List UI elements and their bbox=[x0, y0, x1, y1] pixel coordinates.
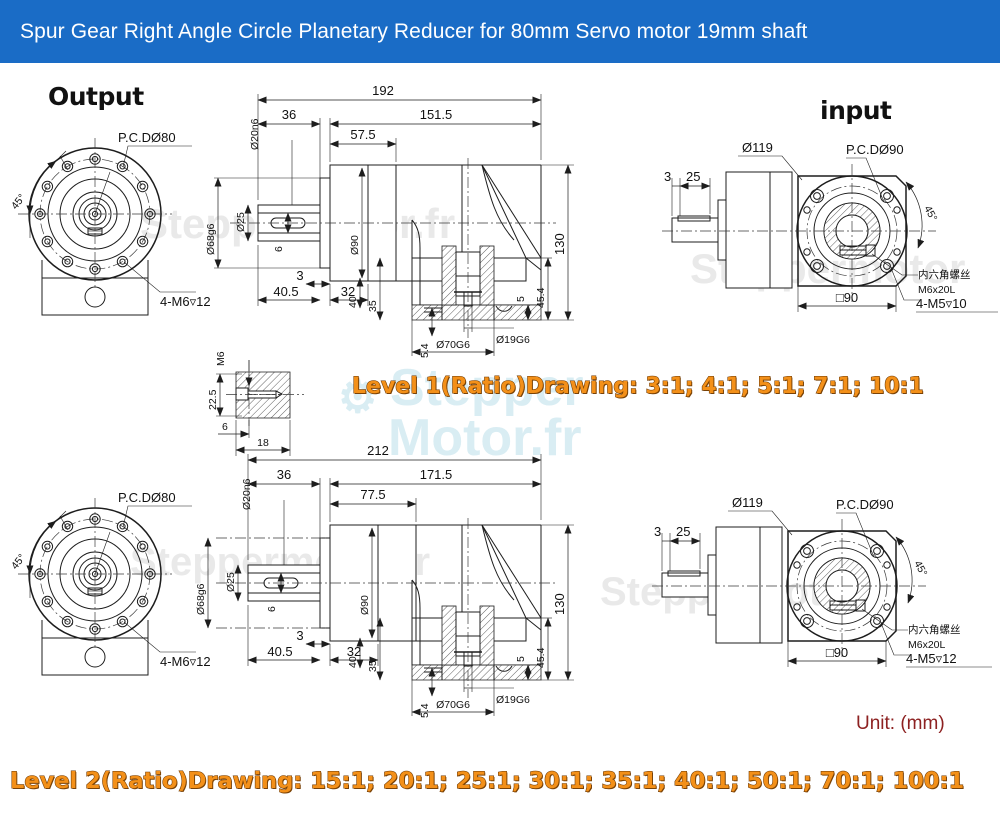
view-section-bottom: 212 36 171.5 77.5 Ø20n6 Ø68g6 Ø25 6 3 bbox=[195, 440, 616, 730]
dim-d25-b: Ø25 bbox=[225, 572, 237, 592]
dim-d20n6: Ø20n6 bbox=[249, 118, 261, 150]
view-output-face-bottom: 45° P.C.DØ80 4-M6▿12 bbox=[0, 470, 300, 685]
dim-d68g6: Ø68g6 bbox=[205, 223, 217, 255]
note-hex-screw-spec-b: M6x20L bbox=[908, 639, 946, 651]
dim-40: 40 bbox=[347, 296, 359, 308]
dim-d90: Ø90 bbox=[349, 235, 361, 255]
dim-d119: Ø119 bbox=[742, 140, 773, 155]
dim-18: 18 bbox=[257, 437, 269, 449]
dim-4-m6-b: 4-M6▿12 bbox=[160, 654, 211, 669]
dim-5-4: 5.4 bbox=[419, 343, 431, 358]
dim-pcd-90: P.C.DØ90 bbox=[846, 142, 904, 157]
dim-36: 36 bbox=[282, 107, 296, 122]
view-output-face-top: 45° P.C.DØ80 4-M6▿12 bbox=[0, 110, 300, 325]
dim-5-b: 5 bbox=[515, 656, 527, 662]
ratio-band-level1: Level 1(Ratio)Drawing: 3:1; 4:1; 5:1; 7:… bbox=[351, 373, 924, 399]
dim-d20n6-b: Ø20n6 bbox=[241, 478, 253, 510]
dim-57-5: 57.5 bbox=[350, 127, 375, 142]
dim-130: 130 bbox=[552, 233, 567, 255]
dim-input-45-b: 45° bbox=[911, 559, 929, 579]
dim-d68g6-b: Ø68g6 bbox=[195, 583, 207, 615]
dim-5: 5 bbox=[515, 296, 527, 302]
dim-40-5-b: 40.5 bbox=[267, 644, 292, 659]
dim-45-4: 45.4 bbox=[535, 287, 547, 308]
dim-40-5: 40.5 bbox=[273, 284, 298, 299]
note-hex-screw-cn-b: 内六角螺丝 bbox=[908, 623, 961, 636]
dim-151-5: 151.5 bbox=[420, 107, 453, 122]
header-banner: Spur Gear Right Angle Circle Planetary R… bbox=[0, 0, 1000, 63]
dim-212: 212 bbox=[367, 443, 389, 458]
dim-key-6-b: 6 bbox=[266, 606, 278, 612]
dim-4-m5: 4-M5▿10 bbox=[916, 296, 967, 311]
dim-m6: M6 bbox=[215, 351, 227, 366]
note-hex-screw-cn: 内六角螺丝 bbox=[918, 268, 971, 281]
dim-d70g6-b: Ø70G6 bbox=[436, 699, 470, 711]
dim-d119-b: Ø119 bbox=[732, 495, 763, 510]
dim-angle-45-b: 45° bbox=[9, 552, 28, 572]
view-section-top: 192 36 151.5 57.5 Ø20n6 Ø68g6 Ø25 bbox=[196, 80, 616, 370]
dim-130-b: 130 bbox=[552, 593, 567, 615]
dim-d19g6-b: Ø19G6 bbox=[496, 694, 530, 706]
dim-pcd-80-b: P.C.DØ80 bbox=[118, 490, 176, 505]
input-view-title: input bbox=[820, 96, 892, 125]
dim-input-3-b: 3 bbox=[654, 524, 661, 539]
dim-36-b: 36 bbox=[277, 467, 291, 482]
output-view-title: Output bbox=[48, 82, 144, 111]
dim-77-5: 77.5 bbox=[360, 487, 385, 502]
dim-square-90: □90 bbox=[836, 290, 858, 305]
dim-45-4-b: 45.4 bbox=[535, 647, 547, 668]
dim-4-m5-b: 4-M5▿12 bbox=[906, 651, 957, 666]
dim-35-b: 35 bbox=[367, 660, 379, 672]
dim-3: 3 bbox=[296, 268, 303, 283]
dim-input-25-b: 25 bbox=[676, 524, 690, 539]
ratio-band-level2: Level 2(Ratio)Drawing: 15:1; 20:1; 25:1;… bbox=[9, 767, 965, 794]
dim-3-b: 3 bbox=[296, 628, 303, 643]
view-input-face-bottom: 3 25 Ø119 P.C.DØ90 45° □90 内六角螺丝 M6x20L … bbox=[640, 485, 1000, 695]
dim-pcd-90-b: P.C.DØ90 bbox=[836, 497, 894, 512]
unit-note: Unit: (mm) bbox=[856, 713, 945, 734]
note-hex-screw-spec: M6x20L bbox=[918, 284, 956, 296]
dim-4-m6: 4-M6▿12 bbox=[160, 294, 211, 309]
dim-d19g6: Ø19G6 bbox=[496, 334, 530, 346]
dim-input-45: 45° bbox=[921, 204, 939, 224]
dim-pcd-80: P.C.DØ80 bbox=[118, 130, 176, 145]
dim-square-90-b: □90 bbox=[826, 645, 848, 660]
dim-input-25: 25 bbox=[686, 169, 700, 184]
dim-171-5: 171.5 bbox=[420, 467, 453, 482]
page-title: Spur Gear Right Angle Circle Planetary R… bbox=[20, 20, 808, 43]
dim-192: 192 bbox=[372, 83, 394, 98]
dim-d90-b: Ø90 bbox=[359, 595, 371, 615]
dim-5-4-b: 5.4 bbox=[419, 703, 431, 718]
dim-6: 6 bbox=[222, 421, 228, 433]
dim-input-3: 3 bbox=[664, 169, 671, 184]
dim-32: 32 bbox=[341, 284, 355, 299]
view-keyway-detail: M6 22.5 6 18 bbox=[196, 330, 366, 470]
dim-key-6: 6 bbox=[273, 246, 285, 252]
dim-d70g6: Ø70G6 bbox=[436, 339, 470, 351]
dim-35: 35 bbox=[367, 300, 379, 312]
dim-d25: Ø25 bbox=[235, 212, 247, 232]
dim-40-b: 40 bbox=[347, 656, 359, 668]
view-input-face-top: 3 25 Ø119 P.C.DØ90 45° □90 内六角螺丝 M6x20L … bbox=[650, 130, 1000, 335]
dim-22-5: 22.5 bbox=[207, 389, 219, 410]
dim-angle-45: 45° bbox=[9, 192, 28, 212]
